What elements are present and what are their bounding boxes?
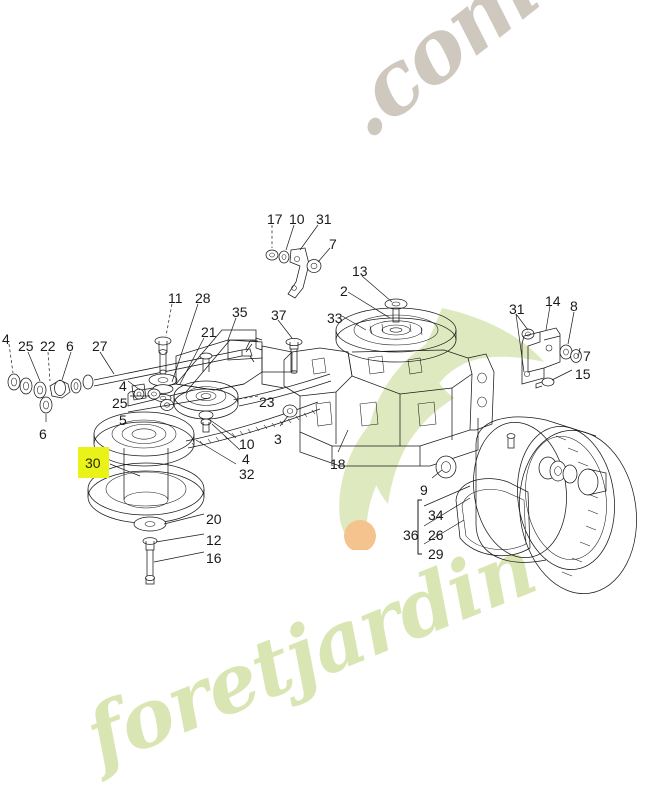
part-2-bolt	[384, 298, 408, 323]
callout-14: 14	[545, 293, 561, 309]
part-drive-belt	[185, 373, 332, 449]
callout-8: 8	[570, 298, 578, 314]
part-wheel-drum-assembly	[455, 416, 637, 594]
callout-6-lower: 6	[39, 426, 47, 442]
callout-17: 17	[267, 211, 283, 227]
part-upper-left-bracket-group	[265, 247, 322, 299]
part-main-drive-pulley	[335, 307, 457, 363]
callout-12: 12	[206, 532, 222, 548]
highlighted-part-30[interactable]: 30	[78, 447, 109, 478]
callout-10-top: 10	[289, 211, 305, 227]
callout-13: 13	[352, 263, 368, 279]
callout-4-low: 4	[242, 451, 250, 467]
part-37-bolt	[285, 338, 303, 374]
highlighted-part-30-label: 30	[85, 455, 101, 471]
callout-21: 21	[201, 324, 217, 340]
callout-22: 22	[40, 338, 56, 354]
callout-34: 34	[428, 507, 444, 523]
callout-26: 26	[428, 527, 444, 543]
callout-25-left: 25	[18, 338, 34, 354]
callout-28: 28	[195, 290, 211, 306]
part-driven-pulley-group	[87, 411, 205, 585]
callout-27: 27	[92, 338, 108, 354]
callout-10-mid: 10	[239, 436, 255, 452]
callout-7-right: 7	[583, 348, 591, 364]
callout-6-upper: 6	[66, 338, 74, 354]
callout-18: 18	[330, 456, 346, 472]
part-right-bracket-group	[521, 327, 582, 389]
callout-9: 9	[420, 482, 428, 498]
callout-20: 20	[206, 511, 222, 527]
callout-36: 36	[403, 527, 419, 543]
callout-11: 11	[168, 290, 183, 306]
part-9-washer	[435, 455, 457, 479]
part-linkage-rod-group	[7, 340, 258, 414]
part-pivot-bracket-group	[127, 329, 257, 411]
callout-29: 29	[428, 546, 444, 562]
callout-35: 35	[232, 304, 248, 320]
part-transmission-housing	[255, 337, 495, 467]
part-3-nut	[282, 404, 298, 418]
callout-23: 23	[259, 394, 275, 410]
callout-37: 37	[271, 307, 287, 323]
callout-2: 2	[340, 283, 348, 299]
callout-15: 15	[575, 366, 591, 382]
callout-16: 16	[206, 550, 222, 566]
callout-7-top: 7	[329, 236, 337, 252]
callout-31-top: 31	[316, 211, 332, 227]
callout-4-edge: 4	[2, 331, 10, 347]
callout-32: 32	[239, 466, 255, 482]
callout-25-mid: 25	[112, 395, 128, 411]
callout-33: 33	[327, 310, 343, 326]
callout-4-mid: 4	[119, 378, 127, 394]
callout-3: 3	[274, 431, 282, 447]
callout-5: 5	[119, 412, 127, 428]
leader-lines	[8, 224, 581, 563]
callout-31-right: 31	[509, 301, 525, 317]
